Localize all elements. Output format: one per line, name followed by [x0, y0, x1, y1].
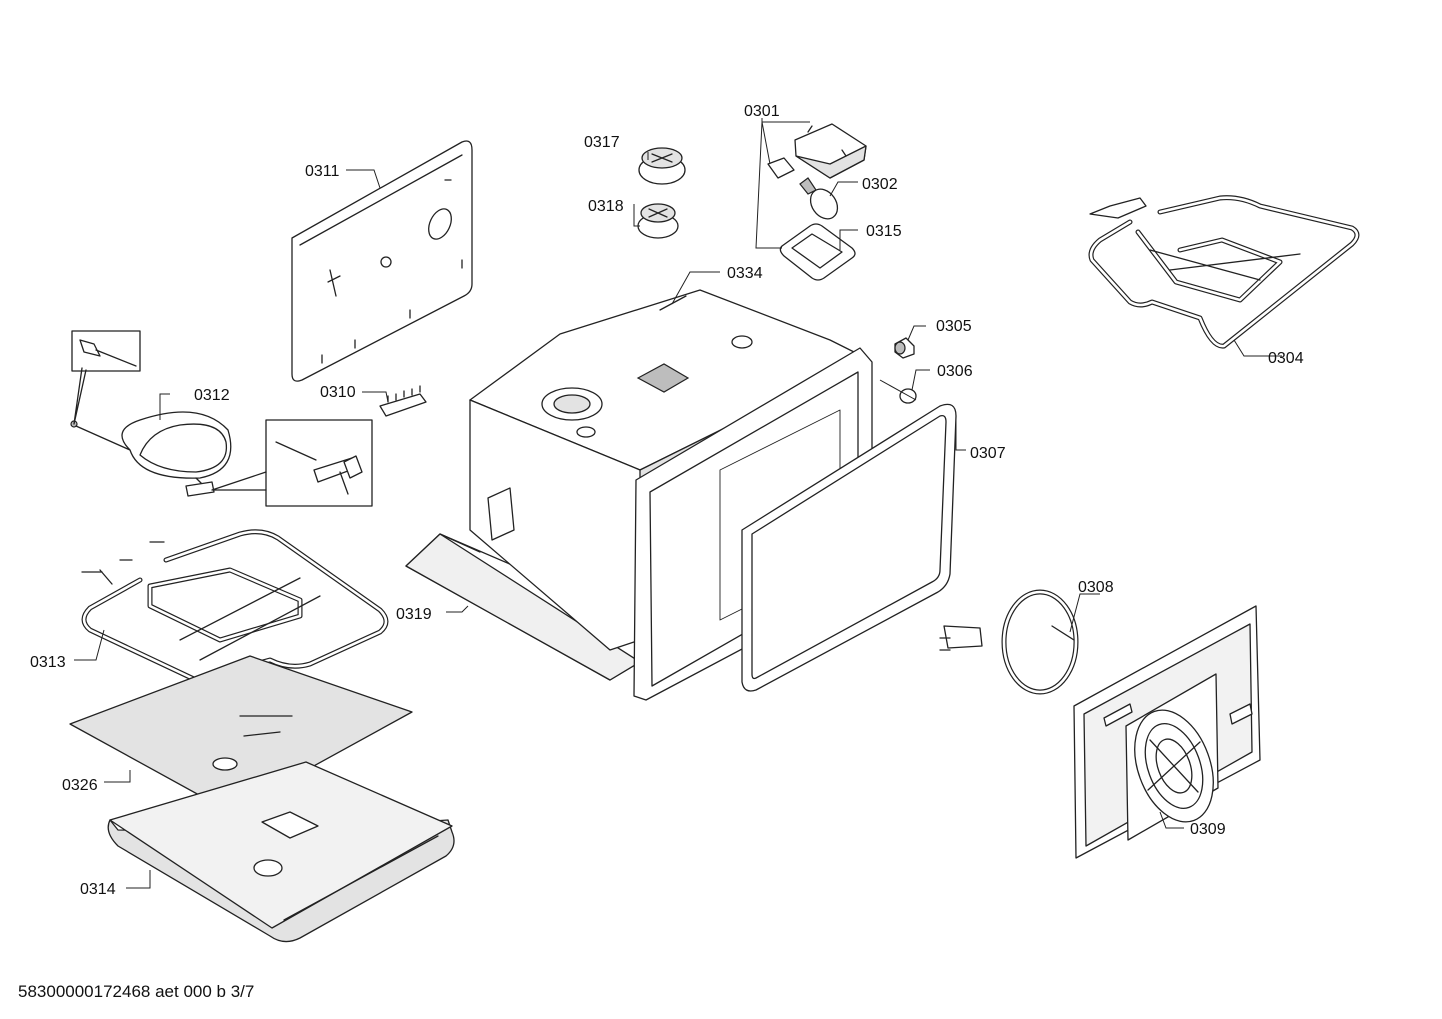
- part-0310-terminal-block[interactable]: [379, 385, 427, 417]
- label-0318: 0318: [588, 198, 624, 215]
- part-0301-lamp-housing[interactable]: [767, 123, 867, 179]
- part-0309-fan-cover[interactable]: [1073, 605, 1261, 859]
- label-0302: 0302: [862, 176, 898, 193]
- label-0326: 0326: [62, 777, 98, 794]
- label-0310: 0310: [320, 384, 356, 401]
- part-0304-grill-element[interactable]: [1088, 195, 1360, 349]
- label-0305: 0305: [936, 318, 972, 335]
- label-0309: 0309: [1190, 821, 1226, 838]
- document-code: 58300000172468 aet 000 b 3/7: [18, 982, 255, 1001]
- label-0306: 0306: [937, 363, 973, 380]
- label-0319: 0319: [396, 606, 432, 623]
- part-0317-knob[interactable]: [638, 147, 686, 185]
- label-0317: 0317: [584, 134, 620, 151]
- leader-lines: [74, 118, 1282, 889]
- part-0302-bulb[interactable]: [799, 177, 843, 224]
- part-0318-knob[interactable]: [637, 203, 679, 239]
- part-0307-door-seal[interactable]: [741, 403, 957, 692]
- label-0304: 0304: [1268, 350, 1304, 367]
- part-0315-lamp-cover[interactable]: [779, 223, 856, 281]
- label-0308: 0308: [1078, 579, 1114, 596]
- part-labels: 0311 0317 0318 0301 0302 0315 0334 0305 …: [30, 103, 1304, 898]
- label-0301: 0301: [744, 103, 780, 120]
- label-0315: 0315: [866, 223, 902, 240]
- label-0313: 0313: [30, 654, 66, 671]
- part-0308-ring-heater[interactable]: [939, 589, 1079, 695]
- part-0313-bottom-heater[interactable]: [81, 529, 389, 687]
- part-0326-insulation[interactable]: [69, 655, 413, 813]
- part-0305-fitting[interactable]: [894, 337, 915, 359]
- part-0311-rear-panel[interactable]: [291, 140, 473, 382]
- label-0334: 0334: [727, 265, 763, 282]
- label-0314: 0314: [80, 881, 116, 898]
- label-0312: 0312: [194, 387, 230, 404]
- part-0314-bottom-cover[interactable]: [107, 761, 455, 943]
- part-0312-sensor-cable[interactable]: [70, 330, 373, 507]
- label-0307: 0307: [970, 445, 1006, 462]
- label-0311: 0311: [305, 163, 340, 180]
